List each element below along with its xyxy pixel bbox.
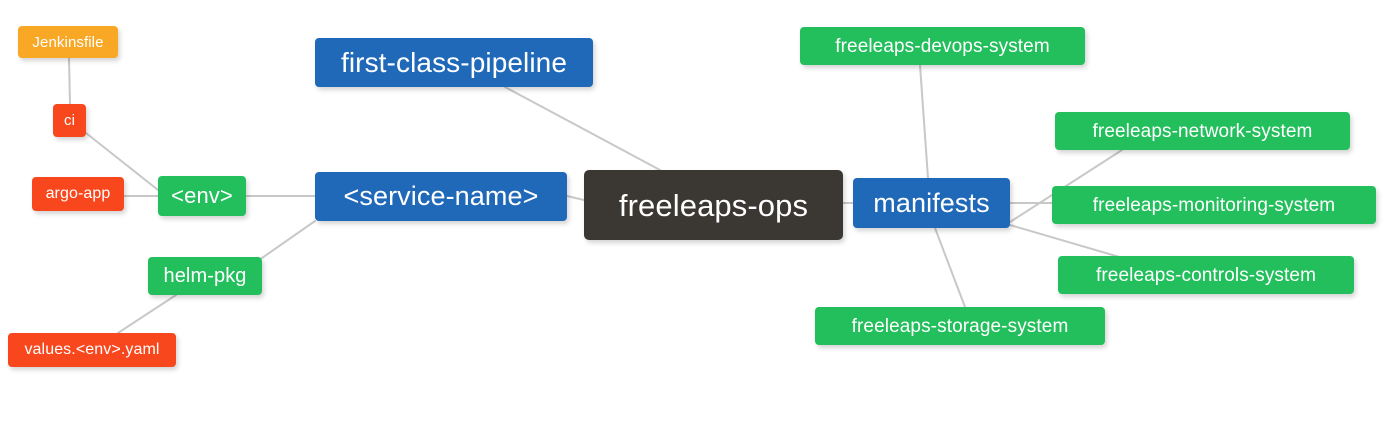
node-freeleaps-ops[interactable]: freeleaps-ops <box>584 170 843 240</box>
node-controls-system[interactable]: freeleaps-controls-system <box>1058 256 1354 294</box>
node-monitoring-system[interactable]: freeleaps-monitoring-system <box>1052 186 1376 224</box>
edge-manifests-to-devops-system <box>919 64 929 179</box>
node-env[interactable]: <env> <box>158 176 246 216</box>
node-network-system[interactable]: freeleaps-network-system <box>1055 112 1350 150</box>
node-argo-app[interactable]: argo-app <box>32 177 124 211</box>
node-ci[interactable]: ci <box>53 104 86 137</box>
node-storage-system[interactable]: freeleaps-storage-system <box>815 307 1105 345</box>
edge-service-name-to-freeleaps-ops <box>566 195 585 201</box>
node-values-yaml[interactable]: values.<env>.yaml <box>8 333 176 367</box>
node-jenkinsfile[interactable]: Jenkinsfile <box>18 26 118 58</box>
edge-first-class-pipeline-to-freeleaps-ops <box>504 86 661 171</box>
edge-manifests-to-storage-system <box>934 227 966 308</box>
edge-helm-pkg-to-values-yaml <box>117 294 177 334</box>
node-service-name[interactable]: <service-name> <box>315 172 567 221</box>
edge-jenkinsfile-to-ci <box>68 57 71 105</box>
node-first-class-pipeline[interactable]: first-class-pipeline <box>315 38 593 87</box>
node-devops-system[interactable]: freeleaps-devops-system <box>800 27 1085 65</box>
node-manifests[interactable]: manifests <box>853 178 1010 228</box>
node-helm-pkg[interactable]: helm-pkg <box>148 257 262 295</box>
edge-service-name-to-helm-pkg <box>261 220 316 259</box>
